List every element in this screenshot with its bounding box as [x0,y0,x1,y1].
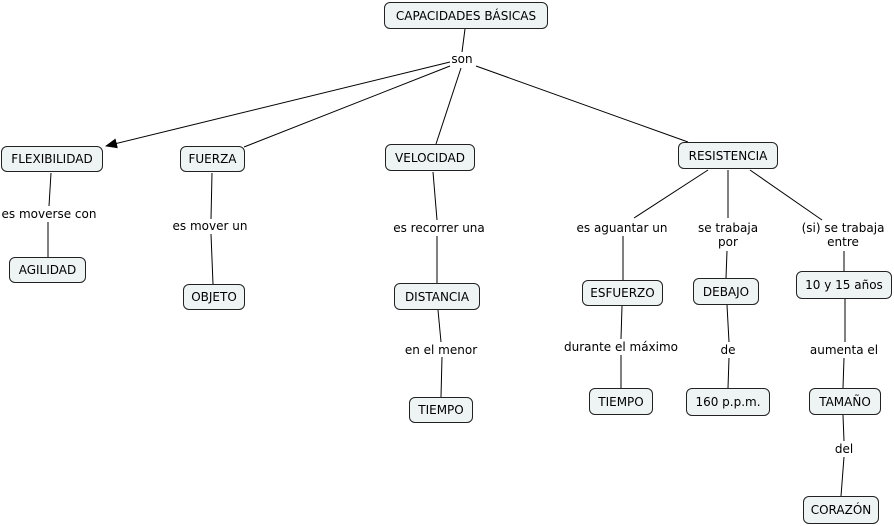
line-label-objeto [210,233,214,285]
line-label-tiempo-v [440,356,443,398]
concept-fuerza: FUERZA [180,146,245,172]
line-distancia-label [437,309,442,343]
line-flexibilidad-label [48,172,52,207]
concept-resistencia: RESISTENCIA [678,142,778,169]
link-en-el-menor: en el menor [403,343,479,357]
concept-tiempo-velocidad: TIEMPO [409,397,473,423]
concept-esfuerzo: ESFUERZO [582,280,663,306]
link-si-se-trabaja-entre-line2: entre [826,235,860,249]
concept-tiempo-resistencia: TIEMPO [589,388,653,415]
line-aumenta-tamano [842,357,845,389]
line-de-ppm [727,357,730,389]
link-se-trabaja-por-line1: se trabaja [696,221,760,235]
concept-objeto: OBJETO [183,284,245,310]
link-es-aguantar-un: es aguantar un [575,221,669,235]
link-de: de [719,343,737,357]
line-son-resistencia [475,65,689,143]
link-aumenta-el: aumenta el [808,343,880,357]
concept-10-y-15-anos: 10 y 15 años [796,271,892,299]
concept-velocidad: VELOCIDAD [385,144,475,171]
link-durante-el-maximo: durante el máximo [562,340,680,354]
line-capacidades-son [461,28,466,53]
line-debajo-de [726,304,730,343]
link-es-mover-un: es mover un [171,219,249,233]
link-se-trabaja-por-line2: por [717,235,739,249]
line-del-corazon [840,456,845,497]
concept-160-ppm: 160 p.p.m. [686,388,770,416]
concept-agilidad: AGILIDAD [9,257,86,283]
line-resistencia-aguantar [633,169,709,219]
concept-tamano: TAMAÑO [809,388,881,415]
concept-distancia: DISTANCIA [394,283,480,310]
concept-capacidades-basicas: CAPACIDADES BÁSICAS [384,2,548,29]
line-esfuerzo-durante [620,305,623,340]
concept-corazon: CORAZÓN [803,496,879,524]
line-resistencia-trabajaentre [749,169,823,221]
concept-flexibilidad: FLEXIBILIDAD [1,146,103,172]
link-del: del [833,442,855,456]
line-son-fuerza [243,65,451,148]
line-fuerza-label [210,172,213,220]
concept-debajo: DEBAJO [693,278,759,305]
line-son-flexibilidad [105,61,451,149]
link-si-se-trabaja-entre-line1: (si) se trabaja [800,221,886,235]
link-es-moverse-con: es moverse con [0,207,98,221]
link-son: son [450,52,474,66]
link-es-recorrer-una: es recorrer una [392,221,486,235]
line-son-velocidad [435,67,462,145]
line-velocidad-label [432,171,438,221]
line-trabajapor-debajo [725,250,728,279]
line-tamano-del [842,414,845,442]
